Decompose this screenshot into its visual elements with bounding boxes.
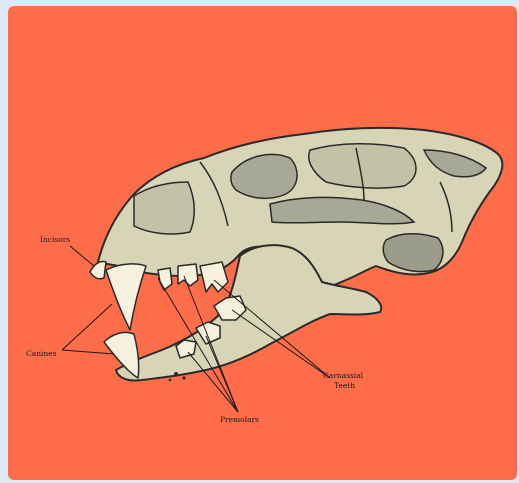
label-incisors: Incisors (40, 235, 70, 244)
label-carnassial-line2: Teeth (334, 381, 355, 390)
skull-diagram: Incisors Canines Premolars Carnassial Te… (8, 6, 517, 480)
label-carnassial-line1: Carnassial (323, 371, 364, 380)
diagram-card: Incisors Canines Premolars Carnassial Te… (8, 6, 517, 480)
label-canines: Canines (26, 349, 57, 358)
upper-premolar-tooth (178, 264, 198, 286)
label-premolars: Premolars (220, 415, 259, 424)
